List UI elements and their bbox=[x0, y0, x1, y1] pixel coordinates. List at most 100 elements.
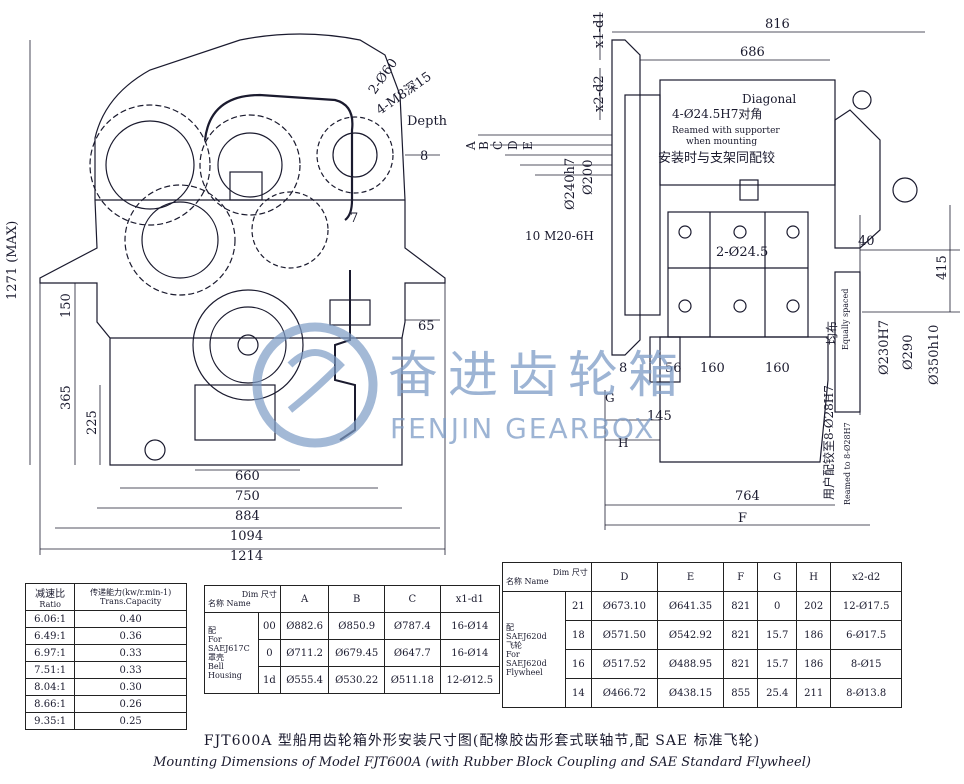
dim-160-a: 160 bbox=[700, 361, 725, 376]
dim-1094: 1094 bbox=[230, 529, 263, 544]
value-cell: Ø555.4 bbox=[279, 666, 330, 694]
watermark-logo-icon bbox=[252, 322, 378, 448]
label-c: C bbox=[491, 141, 505, 150]
caption-english: Mounting Dimensions of Model FJT600A (wi… bbox=[153, 755, 811, 770]
header-x1-d1: x1-d1 bbox=[439, 585, 501, 613]
size-cell: 21 bbox=[564, 591, 592, 621]
gear-circle-lower bbox=[124, 184, 236, 296]
note-7: 7 bbox=[350, 211, 358, 226]
ratio-cell: 6.97:1 bbox=[24, 644, 76, 662]
note-when-mounting: when mounting bbox=[686, 137, 757, 147]
dim-40: 40 bbox=[858, 234, 875, 249]
value-cell: Ø511.18 bbox=[384, 666, 441, 694]
group-label-line: Housing bbox=[208, 671, 242, 680]
dim-145: 145 bbox=[647, 409, 672, 424]
label-a: A bbox=[464, 141, 478, 151]
side-dimension-lines bbox=[478, 12, 960, 530]
value-cell: Ø641.35 bbox=[656, 591, 725, 621]
label-b: B bbox=[477, 141, 491, 150]
value-cell: 25.4 bbox=[757, 678, 797, 708]
note-8: 8 bbox=[420, 149, 428, 164]
capacity-cell: 0.33 bbox=[74, 661, 187, 679]
bell-housing bbox=[611, 39, 641, 356]
corner-name: 名称 Name bbox=[506, 577, 549, 586]
note-equally-spaced: Equally spaced bbox=[841, 289, 850, 350]
capacity-cell: 0.33 bbox=[74, 644, 187, 662]
note-2-24-5: 2-Ø24.5 bbox=[716, 245, 768, 260]
side-view bbox=[478, 12, 960, 530]
dim-f: F bbox=[738, 511, 747, 526]
value-cell: 12-Ø17.5 bbox=[830, 591, 902, 621]
corner-cell: Dim 尺寸 名称 Name bbox=[502, 562, 592, 592]
table-header-row: 减速比 Ratio 传递能力(kw/r.min-1) Trans.Capacit… bbox=[24, 583, 187, 611]
value-cell: Ø679.45 bbox=[328, 639, 385, 667]
label-200: Ø200 bbox=[581, 160, 596, 195]
dim-230h7: Ø230H7 bbox=[877, 320, 892, 375]
value-cell: 202 bbox=[795, 591, 832, 621]
dim-8-side: 8 bbox=[619, 361, 627, 376]
dim-1214: 1214 bbox=[230, 549, 263, 564]
capacity-header-en: Trans.Capacity bbox=[100, 597, 162, 606]
header-g: G bbox=[757, 562, 797, 592]
corner-name: 名称 Name bbox=[208, 599, 251, 608]
value-cell: Ø517.52 bbox=[590, 649, 658, 679]
note-depth: Depth bbox=[407, 114, 448, 129]
table-header-row: Dim 尺寸 名称 Name D E F G H x2-d2 bbox=[502, 562, 902, 592]
value-cell: 186 bbox=[795, 649, 832, 679]
ratio-capacity-table: 减速比 Ratio 传递能力(kw/r.min-1) Trans.Capacit… bbox=[24, 583, 187, 730]
value-cell: 12-Ø12.5 bbox=[439, 666, 501, 694]
label-x1-d1: x1-d1 bbox=[592, 11, 607, 48]
dim-816: 816 bbox=[765, 17, 790, 32]
note-user-ream: 用户配铰至8-Ø28H7 bbox=[821, 385, 836, 500]
size-cell: 14 bbox=[564, 678, 592, 708]
value-cell: Ø542.92 bbox=[656, 620, 725, 650]
value-cell: Ø466.72 bbox=[590, 678, 658, 708]
label-h: H bbox=[618, 436, 628, 450]
dim-750: 750 bbox=[235, 489, 260, 504]
note-diagonal-holes: 4-Ø24.5H7对角 bbox=[672, 107, 762, 121]
group-label-line: 配 bbox=[506, 622, 514, 632]
size-cell: 18 bbox=[564, 620, 592, 650]
value-cell: Ø882.6 bbox=[279, 612, 330, 640]
gear-circle-large bbox=[89, 104, 211, 226]
value-cell: 821 bbox=[723, 649, 759, 679]
front-view bbox=[29, 33, 446, 555]
group-label-line: For bbox=[506, 649, 520, 659]
watermark-chinese: 奋进齿轮箱 bbox=[388, 346, 688, 404]
label-x2-d2: x2-d2 bbox=[592, 75, 607, 112]
size-cell: 00 bbox=[257, 612, 281, 640]
size-cell: 1d bbox=[257, 666, 281, 694]
value-cell: 6-Ø17.5 bbox=[830, 620, 902, 650]
value-cell: Ø787.4 bbox=[384, 612, 441, 640]
value-cell: 186 bbox=[795, 620, 832, 650]
bell-housing-label: 配 For SAEJ617C 罩壳 Bell Housing bbox=[204, 612, 259, 694]
group-label-line: Flywheel bbox=[506, 667, 543, 677]
value-cell: Ø438.15 bbox=[656, 678, 725, 708]
value-cell: Ø647.7 bbox=[384, 639, 441, 667]
flywheel-dimension-table: Dim 尺寸 名称 Name D E F G H x2-d2 配 SAEJ620… bbox=[502, 562, 902, 708]
note-reamed-supporter: Reamed with supporter bbox=[672, 126, 780, 136]
dim-160-b: 160 bbox=[765, 361, 790, 376]
note-mount-cn: 安装时与支架同配铰 bbox=[658, 151, 775, 166]
capacity-header-cn: 传递能力(kw/r.min-1) bbox=[90, 588, 172, 597]
gear-circle-small bbox=[316, 116, 394, 194]
value-cell: 8-Ø15 bbox=[830, 649, 902, 679]
corner-dim: Dim 尺寸 bbox=[241, 590, 277, 599]
gear-circle-mid bbox=[199, 114, 301, 216]
note-equal-angle: 均布 bbox=[825, 321, 839, 345]
ratio-header: 减速比 Ratio bbox=[24, 583, 76, 611]
group-label-line: SAEJ617C bbox=[208, 644, 250, 653]
dim-150: 150 bbox=[59, 293, 74, 318]
label-d: D bbox=[506, 140, 520, 150]
corner-cell: Dim 尺寸 名称 Name bbox=[204, 585, 281, 613]
group-label-line: 罩壳 bbox=[208, 653, 224, 662]
note-reamed-to: Reamed to 8-Ø28H7 bbox=[843, 422, 852, 505]
value-cell: Ø571.50 bbox=[590, 620, 658, 650]
flywheel-label: 配 SAEJ620d 飞轮 For SAEJ620d Flywheel bbox=[502, 591, 566, 708]
table-row: 18 Ø571.50 Ø542.92 821 15.7 186 6-Ø17.5 bbox=[503, 620, 902, 650]
value-cell: 8-Ø13.8 bbox=[830, 678, 902, 708]
